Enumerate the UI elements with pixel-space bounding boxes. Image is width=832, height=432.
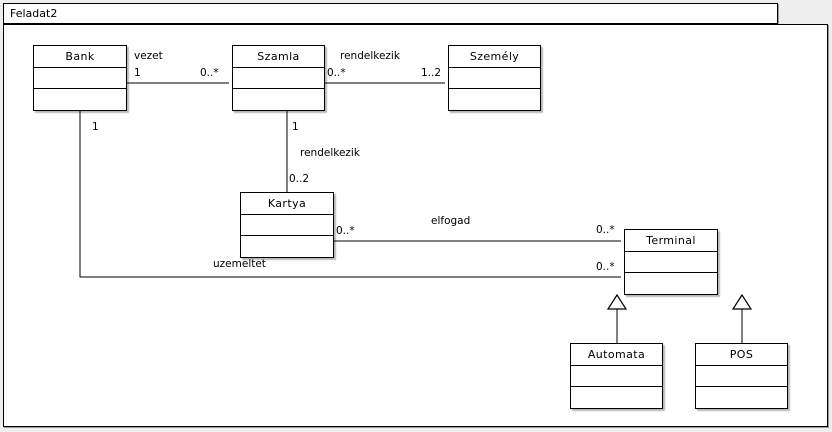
uml-attributes-compartment: [625, 252, 717, 273]
uml-class-name: Kartya: [267, 196, 307, 210]
multiplicity-terminal-uzemeltet: 0..*: [596, 261, 615, 273]
uml-class-automata[interactable]: Automata: [570, 343, 663, 409]
tab-label: Feladat2: [10, 7, 58, 20]
uml-class-kartya[interactable]: Kartya: [240, 192, 334, 258]
uml-operations-compartment: [571, 387, 662, 407]
uml-class-name-row: POS: [696, 344, 787, 366]
multiplicity-szamla-vezet: 0..*: [200, 67, 219, 79]
multiplicity-bank-uzemeltet: 1: [92, 121, 99, 133]
multiplicity-bank-vezet: 1: [134, 67, 141, 79]
uml-class-name-row: Bank: [34, 46, 126, 68]
association-name-rendelkezik-szemely: rendelkezik: [340, 50, 400, 62]
uml-operations-compartment: [696, 387, 787, 407]
uml-class-name-row: Automata: [571, 344, 662, 366]
uml-operations-compartment: [241, 236, 333, 256]
uml-class-name-row: Személy: [449, 46, 540, 68]
uml-class-name: Automata: [587, 347, 646, 361]
uml-class-name: Személy: [469, 49, 520, 63]
uml-class-name: Terminal: [646, 233, 696, 247]
uml-class-name: Szamla: [257, 49, 300, 63]
uml-operations-compartment: [625, 273, 717, 293]
association-line-bank-terminal: [79, 111, 621, 278]
uml-class-name: POS: [729, 347, 754, 361]
uml-attributes-compartment: [449, 68, 540, 89]
uml-class-name: Bank: [65, 49, 95, 63]
generalization-arrow-automata: [606, 293, 628, 310]
uml-operations-compartment: [233, 89, 324, 109]
diagram-canvas[interactable]: Bank Szamla Személy Kartya: [3, 24, 828, 427]
generalization-arrow-pos: [731, 293, 753, 310]
association-name-elfogad: elfogad: [431, 215, 471, 227]
uml-attributes-compartment: [571, 366, 662, 387]
multiplicity-kartya-rendelkezik: 0..2: [289, 173, 310, 185]
uml-attributes-compartment: [241, 215, 333, 236]
uml-attributes-compartment: [696, 366, 787, 387]
uml-class-name-row: Szamla: [233, 46, 324, 68]
diagram-tab[interactable]: Feladat2: [3, 3, 778, 24]
uml-class-name-row: Terminal: [625, 230, 717, 252]
multiplicity-szamla-kartya-top: 1: [292, 121, 299, 133]
multiplicity-szamla-rendelkezik: 0..*: [327, 67, 346, 79]
multiplicity-kartya-elfogad: 0..*: [336, 225, 355, 237]
association-name-uzemeltet: uzemeltet: [213, 258, 266, 270]
connector-layer: [79, 82, 753, 343]
uml-attributes-compartment: [233, 68, 324, 89]
association-name-rendelkezik-kartya: rendelkezik: [300, 147, 360, 159]
multiplicity-terminal-elfogad: 0..*: [596, 224, 615, 236]
uml-operations-compartment: [449, 89, 540, 109]
uml-class-szemely[interactable]: Személy: [448, 45, 541, 111]
uml-class-szamla[interactable]: Szamla: [232, 45, 325, 111]
uml-attributes-compartment: [34, 68, 126, 89]
uml-operations-compartment: [34, 89, 126, 109]
uml-class-pos[interactable]: POS: [695, 343, 788, 409]
multiplicity-szemely-rendelkezik: 1..2: [421, 67, 442, 79]
uml-class-terminal[interactable]: Terminal: [624, 229, 718, 295]
association-name-vezet: vezet: [134, 50, 163, 62]
uml-class-bank[interactable]: Bank: [33, 45, 127, 111]
uml-class-name-row: Kartya: [241, 193, 333, 215]
